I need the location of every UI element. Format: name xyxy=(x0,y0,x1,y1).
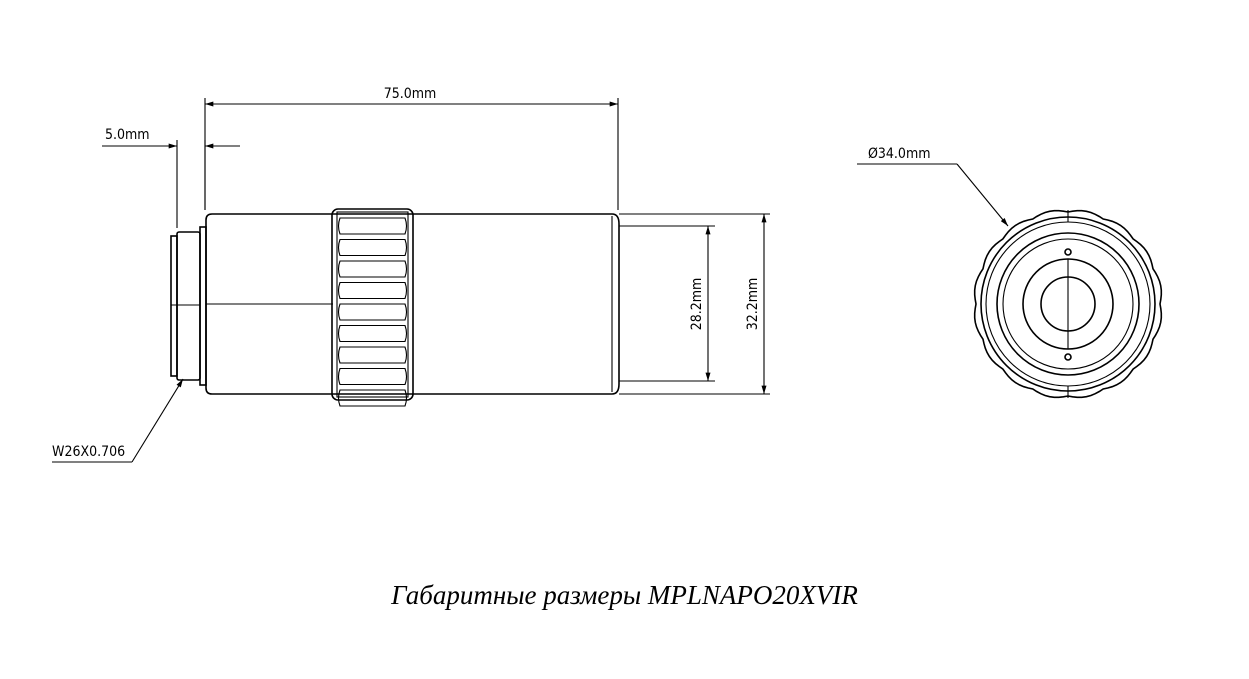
knurl-ridge xyxy=(337,281,408,300)
knurl-ridge xyxy=(337,238,408,257)
side-view xyxy=(170,208,770,407)
knurl-diameter-label: Ø34.0mm xyxy=(868,146,931,162)
knurl-ridge xyxy=(337,303,408,321)
inner-diameter-label: 28.2mm xyxy=(689,278,705,331)
dimension-knurl-diameter: Ø34.0mm xyxy=(857,146,1009,227)
knurl-ridge xyxy=(337,217,408,235)
knurl-ridge xyxy=(337,389,408,407)
length-label: 75.0mm xyxy=(384,86,437,102)
dimension-diameters: 28.2mm 32.2mm xyxy=(689,213,767,394)
dimension-length: 75.0mm xyxy=(204,86,619,210)
knurl-ridge xyxy=(337,346,408,364)
knurl-ridge xyxy=(337,260,408,278)
thread-spec-label: W26X0.706 xyxy=(52,444,125,460)
front-view xyxy=(973,209,1163,399)
knurl-ridge xyxy=(337,324,408,343)
figure-caption: Габаритные размеры MPLNAPO20XVIR xyxy=(391,580,858,610)
outer-diameter-label: 32.2mm xyxy=(745,278,761,331)
knurl-ridge xyxy=(337,367,408,386)
dimension-thread-length: 5.0mm xyxy=(102,127,240,228)
thread-length-label: 5.0mm xyxy=(105,127,150,143)
thread-callout: W26X0.706 xyxy=(52,378,184,463)
